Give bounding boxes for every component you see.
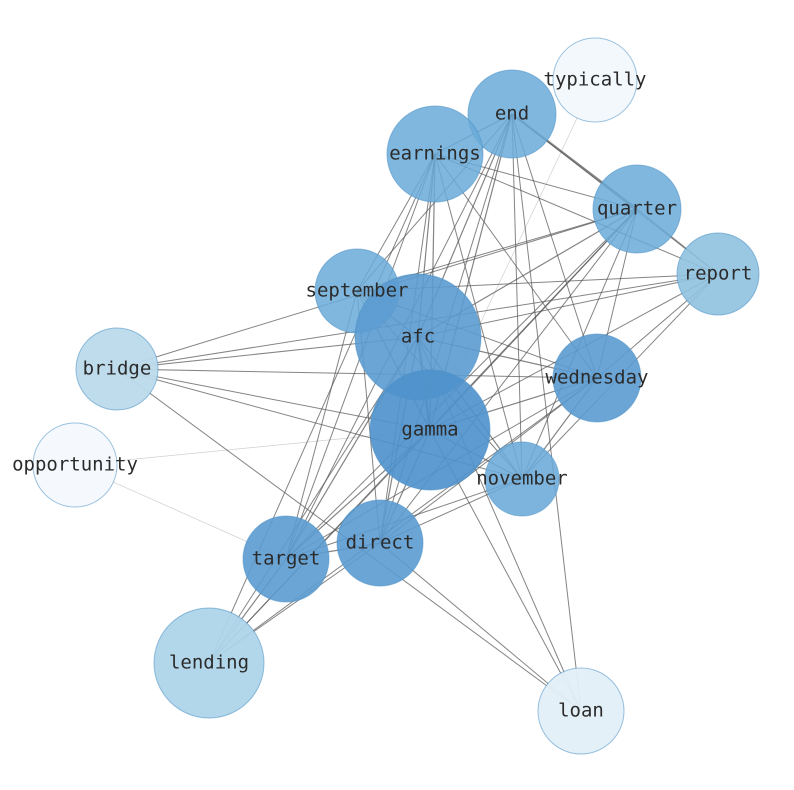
graph-edge <box>434 153 523 480</box>
graph-node-target[interactable] <box>242 515 330 603</box>
graph-node-quarter[interactable] <box>592 164 682 254</box>
graph-node-earnings[interactable] <box>386 105 484 203</box>
graph-node-loan[interactable] <box>537 667 625 755</box>
graph-node-november[interactable] <box>484 441 560 517</box>
graph-node-typically[interactable] <box>552 37 638 123</box>
graph-node-direct[interactable] <box>336 499 424 587</box>
graph-node-lending[interactable] <box>153 607 265 719</box>
graph-node-report[interactable] <box>676 232 760 316</box>
graph-edge <box>379 542 582 712</box>
graph-edge <box>511 113 582 712</box>
graph-node-bridge[interactable] <box>75 327 159 411</box>
node-layer <box>32 37 760 755</box>
graph-edge <box>511 113 598 379</box>
graph-edge <box>434 153 719 275</box>
graph-node-gamma[interactable] <box>369 369 491 491</box>
graph-node-end[interactable] <box>467 69 557 159</box>
graph-edge <box>511 113 523 480</box>
graph-node-wednesday[interactable] <box>552 333 642 423</box>
graph-edge <box>116 368 598 379</box>
graph-node-opportunity[interactable] <box>32 422 118 508</box>
graph-edge <box>208 336 419 664</box>
